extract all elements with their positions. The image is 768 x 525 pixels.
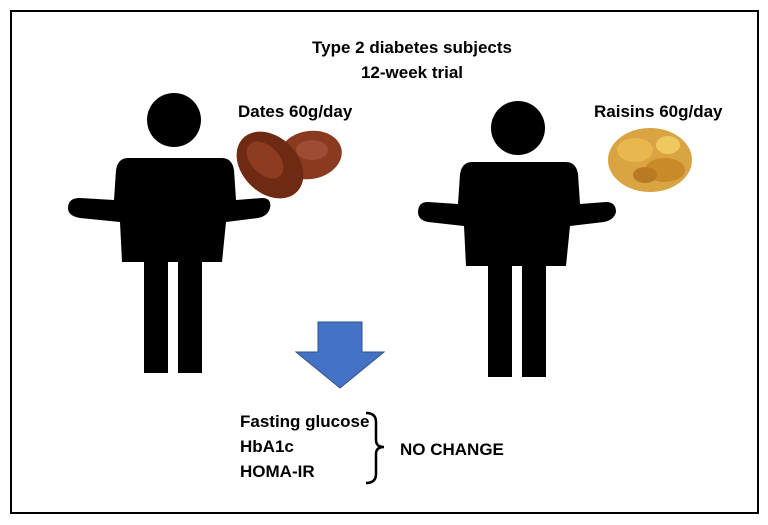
outcome-fasting-glucose: Fasting glucose xyxy=(240,412,370,431)
down-arrow-icon xyxy=(294,321,386,389)
figure-border xyxy=(10,10,759,514)
dates-image xyxy=(236,130,342,199)
dates-label: Dates 60g/day xyxy=(238,102,353,121)
outcome-homa-ir: HOMA-IR xyxy=(240,462,315,481)
person-icon-right xyxy=(418,101,616,377)
person-icon-left xyxy=(68,93,271,373)
raisins-label: Raisins 60g/day xyxy=(594,102,723,121)
title-line-1: Type 2 diabetes subjects xyxy=(312,38,512,57)
raisins-image xyxy=(608,128,692,192)
bracket-icon xyxy=(365,411,385,485)
result-label: NO CHANGE xyxy=(400,440,504,459)
title-line-2: 12-week trial xyxy=(360,63,464,82)
outcome-hba1c: HbA1c xyxy=(240,437,294,456)
